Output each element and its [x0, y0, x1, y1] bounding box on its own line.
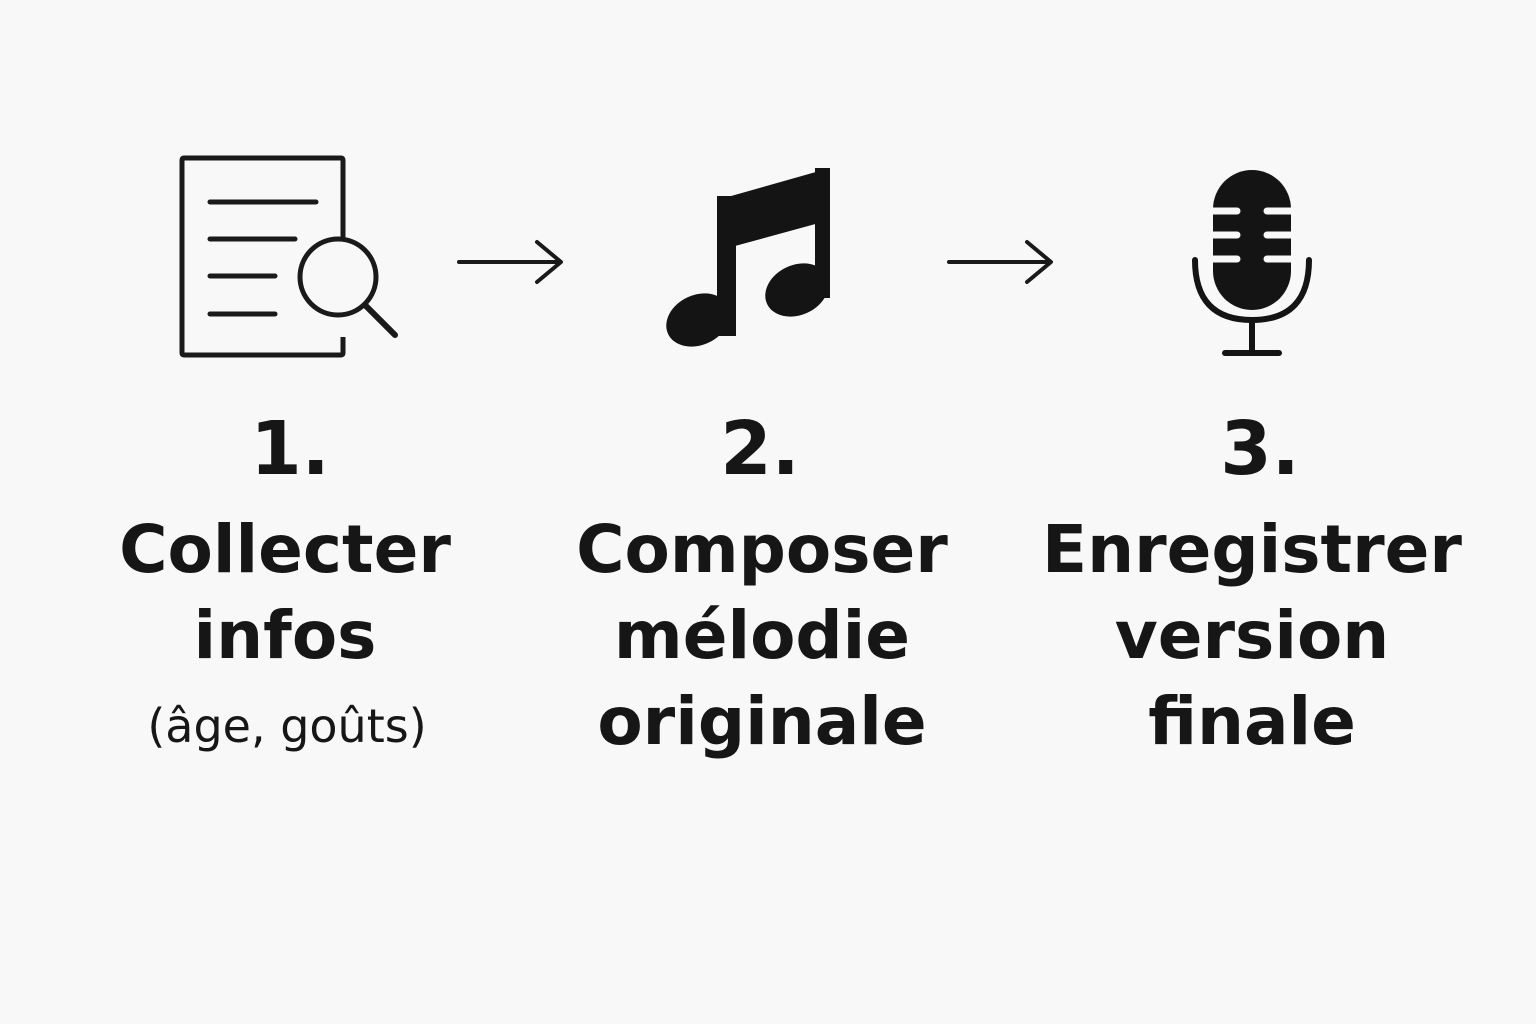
step-3-number: 3. [1220, 406, 1300, 492]
step-2-title-line: Composer [576, 511, 948, 588]
step-1-title: Collecter infos [65, 507, 505, 679]
step-2-title-line: mélodie [613, 597, 911, 674]
step-1-number: 1. [250, 406, 330, 492]
step-1-title-line: infos [193, 597, 377, 674]
arrow-right-icon [945, 238, 1057, 290]
step-3-title: Enregistrer version finale [1032, 507, 1472, 765]
music-note-icon [660, 160, 840, 360]
step-2-title: Composer mélodie originale [542, 507, 982, 765]
step-2-title-line: originale [597, 683, 927, 760]
microphone-icon [1185, 165, 1320, 365]
step-1-title-line: Collecter [119, 511, 451, 588]
step-2-number: 2. [720, 406, 800, 492]
step-1-subtitle: (âge, goûts) [147, 699, 427, 753]
arrow-right-icon [455, 238, 567, 290]
step-3-title-line: finale [1148, 683, 1356, 760]
document-search-icon [170, 150, 410, 365]
step-3-title-line: Enregistrer [1042, 511, 1462, 588]
step-3-title-line: version [1114, 597, 1390, 674]
